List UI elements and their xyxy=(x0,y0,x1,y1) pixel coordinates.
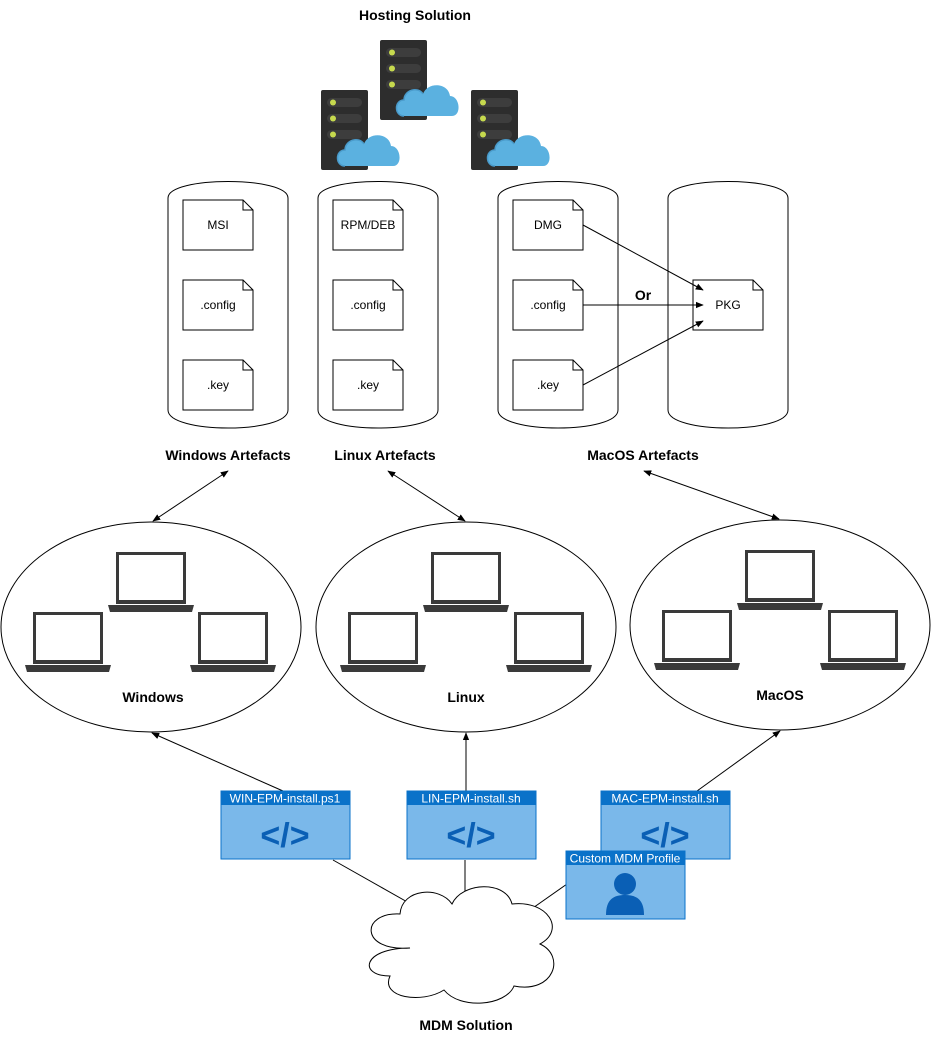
key-to-pkg-arrow xyxy=(582,320,704,386)
file-rpm-deb: RPM/DEB xyxy=(332,199,404,251)
server-cloud-icon xyxy=(380,40,460,120)
svg-text:.config: .config xyxy=(200,298,235,312)
mdm-cloud xyxy=(368,886,555,1004)
file-config: .config xyxy=(512,279,584,331)
laptop-icon xyxy=(820,610,906,670)
windows-device-group xyxy=(0,521,302,733)
linux-install-script: LIN-EPM-install.sh </> xyxy=(406,790,537,860)
svg-text:.key: .key xyxy=(537,378,559,392)
file-dmg: DMG xyxy=(512,199,584,251)
laptop-icon xyxy=(506,612,592,672)
server-cloud-icon xyxy=(471,90,551,170)
laptop-icon xyxy=(654,610,740,670)
user-icon xyxy=(606,873,644,915)
svg-text:.key: .key xyxy=(207,378,229,392)
file-key: .key xyxy=(512,359,584,411)
macos-artefacts-label: MacOS Artefacts xyxy=(587,447,699,463)
laptop-icon xyxy=(108,552,194,612)
file-config: .config xyxy=(332,279,404,331)
hosting-title: Hosting Solution xyxy=(359,7,471,23)
dmg-to-pkg-arrow xyxy=(582,224,704,291)
linux-sync-arrow xyxy=(387,470,466,522)
laptop-icon xyxy=(737,550,823,610)
profile-name-label: Custom MDM Profile xyxy=(570,852,681,866)
svg-text:.config: .config xyxy=(350,298,385,312)
windows-install-script: WIN-EPM-install.ps1 </> xyxy=(220,790,351,860)
windows-group-label: Windows xyxy=(122,689,184,705)
laptop-icon xyxy=(25,612,111,672)
svg-text:.key: .key xyxy=(357,378,379,392)
macos-device-group xyxy=(629,519,931,731)
svg-text:PKG: PKG xyxy=(715,298,740,312)
macos-group-label: MacOS xyxy=(756,687,803,703)
macos-install-script: MAC-EPM-install.sh </> xyxy=(600,790,731,860)
svg-text:.config: .config xyxy=(530,298,565,312)
script-name-label: MAC-EPM-install.sh xyxy=(611,792,718,806)
code-icon: </> xyxy=(260,817,309,855)
macos-sync-arrow xyxy=(643,470,780,520)
script-name-label: WIN-EPM-install.ps1 xyxy=(230,792,341,806)
code-icon: </> xyxy=(640,817,689,855)
file-key: .key xyxy=(332,359,404,411)
linux-device-group xyxy=(315,521,617,733)
or-label: Or xyxy=(635,287,652,303)
svg-text:RPM/DEB: RPM/DEB xyxy=(341,218,396,232)
file-config: .config xyxy=(182,279,254,331)
windows-deploy-arrow xyxy=(151,732,284,792)
svg-text:MSI: MSI xyxy=(207,218,228,232)
windows-sync-arrow xyxy=(152,470,229,522)
file-msi: MSI xyxy=(182,199,254,251)
file-pkg: PKG xyxy=(692,279,764,331)
mdm-solution-label: MDM Solution xyxy=(419,1017,512,1033)
macos-deploy-arrow xyxy=(696,730,781,792)
laptop-icon xyxy=(190,612,276,672)
code-icon: </> xyxy=(446,817,495,855)
linux-artefacts-label: Linux Artefacts xyxy=(334,447,436,463)
linux-group-label: Linux xyxy=(447,689,485,705)
svg-text:DMG: DMG xyxy=(534,218,562,232)
script-name-label: LIN-EPM-install.sh xyxy=(421,792,520,806)
laptop-icon xyxy=(423,552,509,612)
windows-artefacts-label: Windows Artefacts xyxy=(165,447,291,463)
custom-mdm-profile: Custom MDM Profile xyxy=(565,850,686,920)
mdm-to-profile-connector xyxy=(529,883,568,911)
laptop-icon xyxy=(340,612,426,672)
file-key: .key xyxy=(182,359,254,411)
